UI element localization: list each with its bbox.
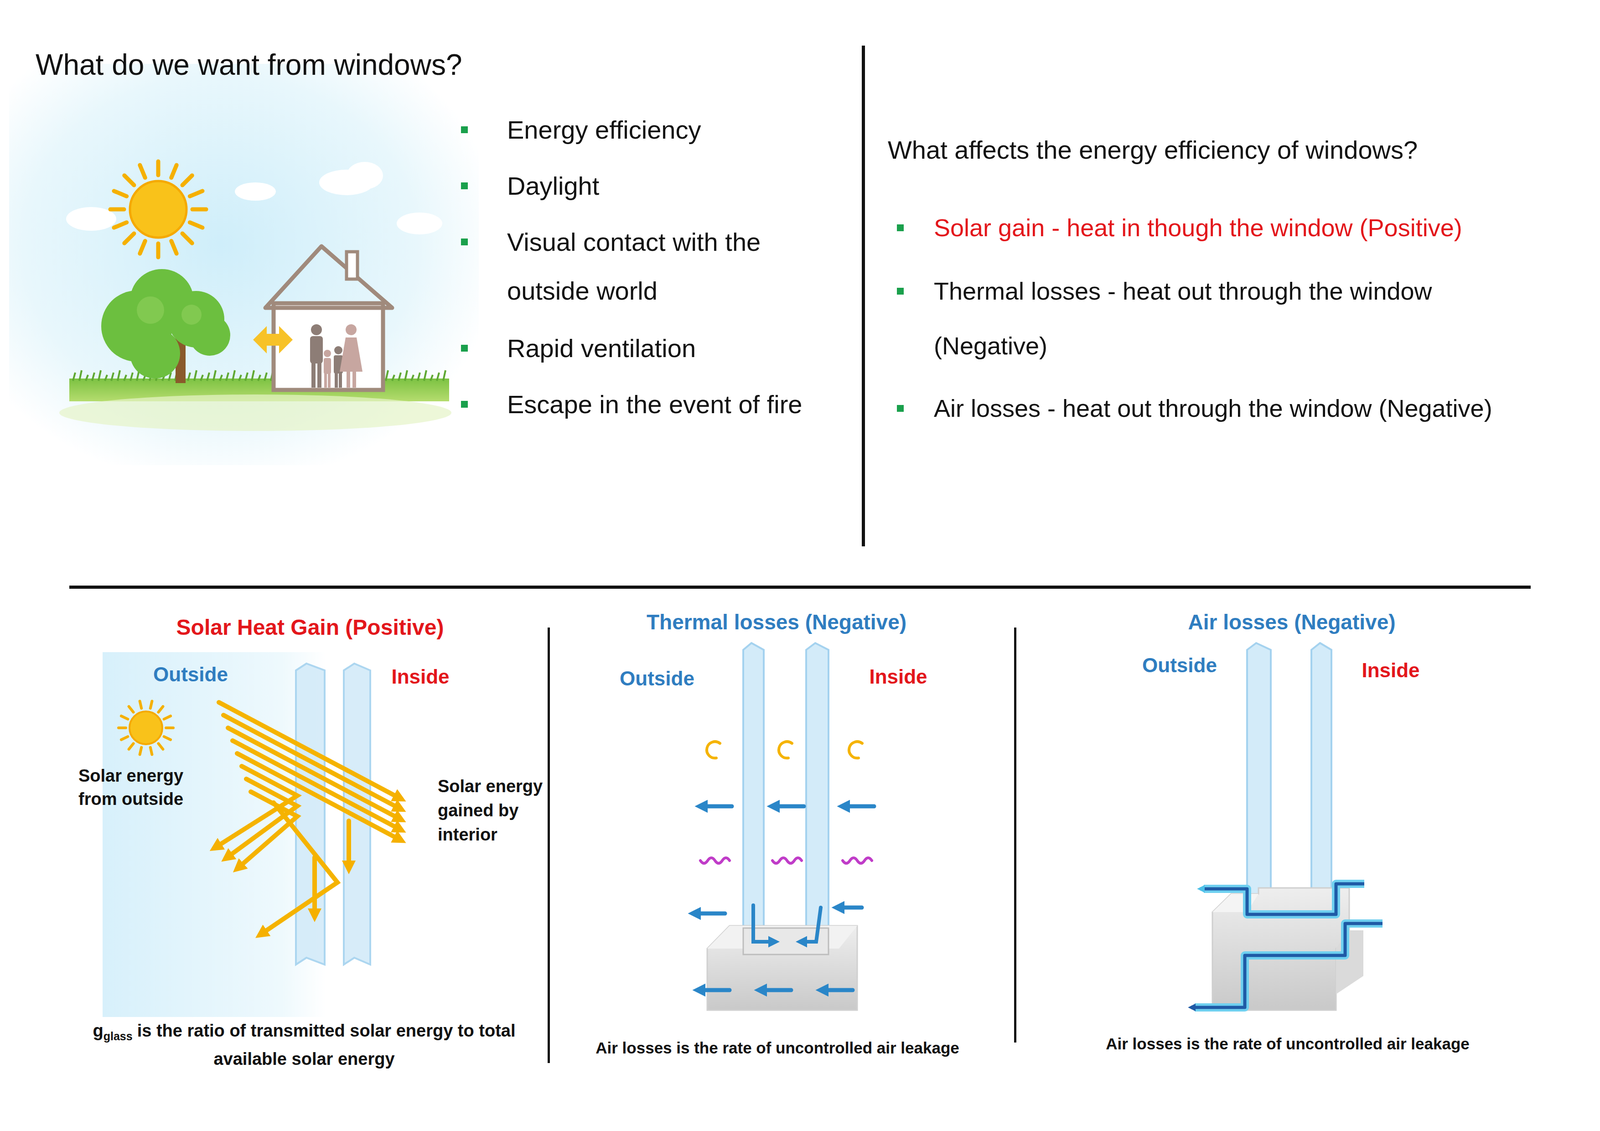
caption: Air losses is the rate of uncontrolled a… [547,1037,1008,1058]
annotation: Solar energy from outside [78,764,202,811]
side-label: Inside [361,664,480,689]
heading: What do we want from windows? [35,46,834,83]
bullet-text: Thermal losses - heat out through the wi… [933,263,1541,373]
side-label: Outside [588,666,726,691]
side-label: Outside [122,662,259,687]
subscript: glass [103,1029,133,1043]
bullet-text: Air losses - heat out through the window… [933,380,1541,436]
caption: gglass is the ratio of transmitted solar … [76,1019,533,1071]
panel-title: Thermal losses (Negative) [571,609,982,635]
caption: Air losses is the rate of uncontrolled a… [1057,1033,1518,1054]
bullet-text: Escape in the event of fire [507,379,859,429]
symbol: g [93,1020,104,1041]
side-label: Inside [1331,658,1450,683]
side-label: Outside [1111,653,1248,678]
bullet-text: Solar gain - heat in though the window (… [933,200,1582,255]
panel-title: Air losses (Negative) [1086,609,1497,635]
bullet-text: Visual contact with the outside world [507,217,827,316]
caption-text: is the ratio of transmitted solar energy… [137,1020,516,1069]
bullet-text: Rapid ventilation [507,323,854,373]
heading: What affects the energy efficiency of wi… [887,134,1572,166]
bullet-text: Energy efficiency [507,105,854,155]
annotation: Solar energy gained by interior [437,774,561,847]
panel-title: Solar Heat Gain (Positive) [104,614,516,641]
side-label: Inside [838,664,958,689]
bullet-text: Daylight [507,161,854,211]
